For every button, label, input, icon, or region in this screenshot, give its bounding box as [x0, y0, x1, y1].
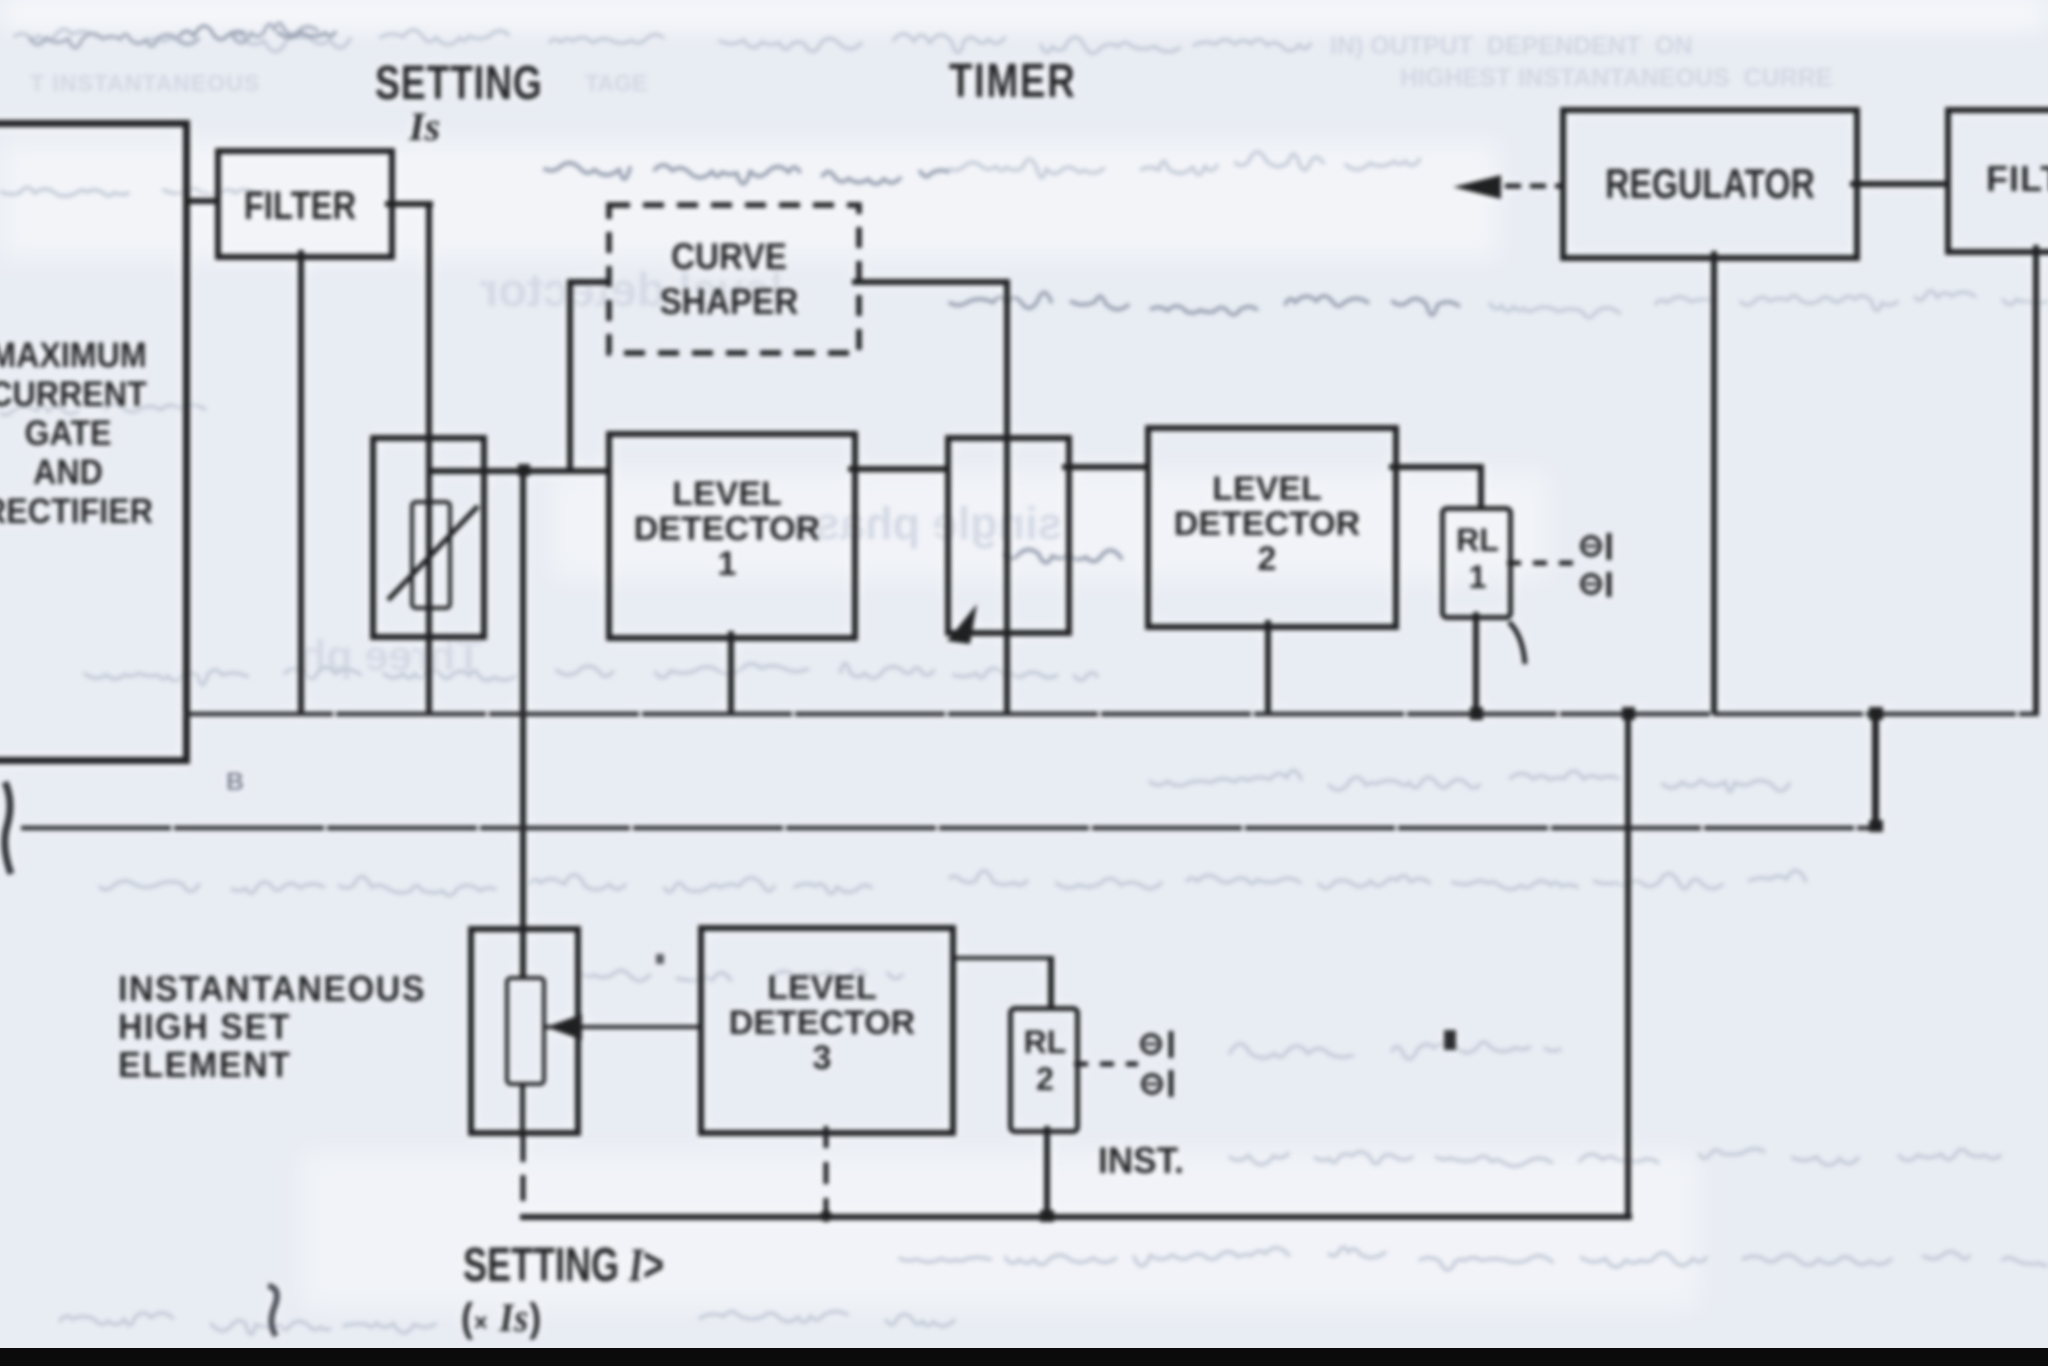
svg-text:B: B	[226, 768, 244, 796]
